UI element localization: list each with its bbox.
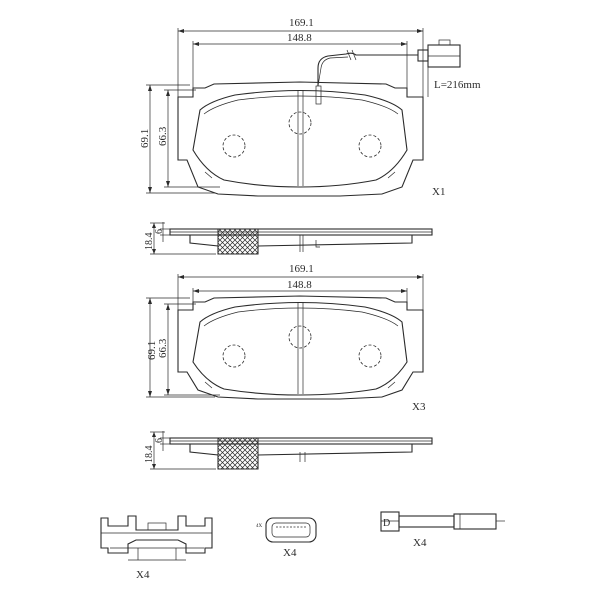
pad-2-tab [387,381,396,389]
pad-1-friction-block [192,89,408,188]
pad-1-total-thickness: 18.4 [144,233,155,251]
pad-2-friction-block [192,301,408,396]
pad-2-side-hatch [217,437,259,470]
pad-1-inner-edge [203,95,399,115]
pin-quantity: X4 [413,537,427,549]
pad-1-backing-plate [177,81,424,197]
pad-2-backplate-thickness: 6 [154,438,165,443]
pad-1-dimensions: 169.1 148.8 69.1 66.3 [139,17,424,194]
sensor-connector-latch [438,39,451,46]
pad-1-mount-hole-left [222,134,246,158]
pad-2-mount-hole-left [222,344,246,368]
pad-2-dimensions: 169.1 148.8 69.1 66.3 [146,263,424,398]
pad-1-tab [387,171,396,179]
spring-mark: 4X [256,524,263,529]
pad-1-quantity: X1 [432,186,445,198]
anti-rattle-clip [100,515,213,561]
pad-1-overall-width: 169.1 [289,17,314,29]
retaining-spring: 4X [256,517,317,543]
pad-2-front-view [177,295,424,400]
pad-1-side-hatch [217,228,259,255]
pin-shank [398,515,455,528]
sensor-wire [317,52,418,86]
pad-2-friction-width: 148.8 [287,279,312,291]
pad-1-side-view: 18.4 6 [144,222,433,255]
pad-2-friction-height: 66.3 [157,338,169,358]
pad-1-wear-sensor: L=216mm [315,39,481,105]
pad-1-overall-height: 69.1 [139,129,151,148]
pad-1-tab [204,171,213,179]
pin-mark: D [383,518,390,529]
sensor-wire-2 [317,56,349,87]
pad-2-mount-hole-right [358,344,382,368]
spring-outer [265,517,317,543]
spring-quantity: X4 [283,547,297,559]
pad-2-tab [204,381,213,389]
pad-1-front-view [177,81,424,197]
clip-quantity: X4 [136,569,150,581]
pad-2-quantity: X3 [412,401,426,413]
pad-2-total-thickness: 18.4 [144,446,155,464]
pad-1-backplate-thickness: 6 [154,229,165,234]
clip-tab [147,522,167,531]
sensor-length-label: L=216mm [434,79,481,91]
sensor-wire-clip [346,49,357,61]
pad-1-friction-height: 66.3 [157,126,169,146]
pin-thread [453,513,497,530]
sensor-probe [315,85,322,105]
pad-2-overall-width: 169.1 [289,263,314,275]
pad-1-mount-hole-center [288,111,312,135]
spring-inner [271,522,311,538]
pad-2-inner-edge [203,307,399,327]
pad-1-friction-width: 148.8 [287,32,312,44]
guide-pin: D [380,511,505,532]
pad-2-side-view: 18.4 6 [144,431,433,470]
pad-2-mount-hole-center [288,325,312,349]
pad-1-mount-hole-right [358,134,382,158]
pad-2-overall-height: 69.1 [146,341,158,360]
